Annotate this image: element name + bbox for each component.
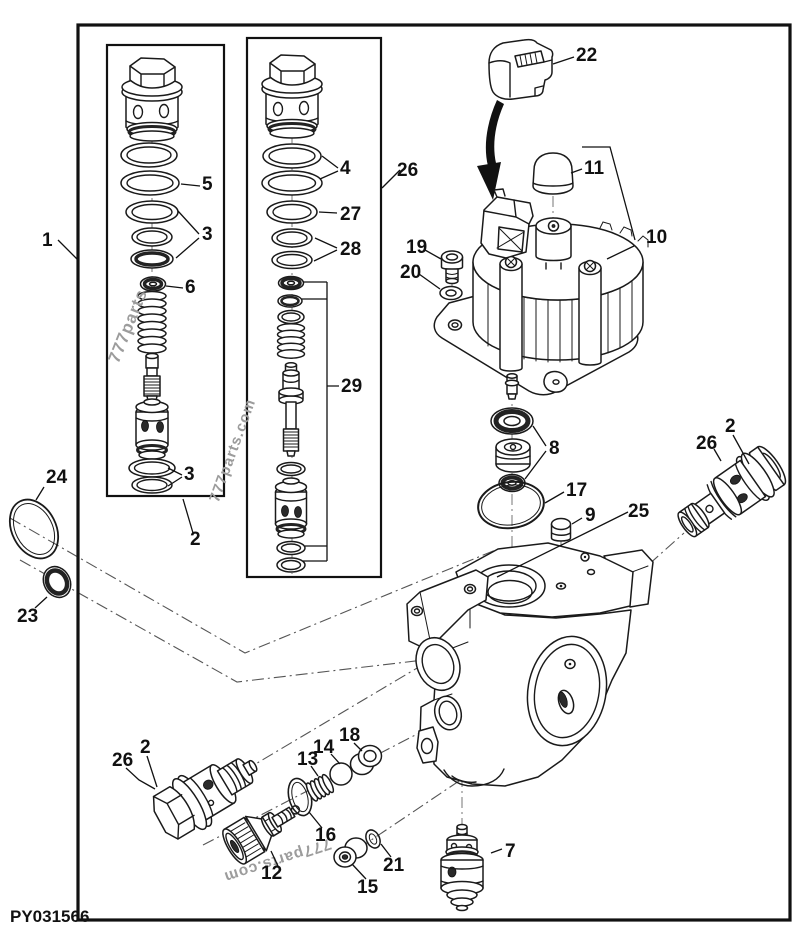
right-spring (276, 323, 306, 359)
left-cartridge-stack (120, 56, 184, 494)
subassembly-box-2 (245, 36, 383, 579)
motor-post-right (578, 259, 602, 366)
callout-25: 25 (628, 501, 650, 522)
drawing-code: PY031566 (10, 907, 89, 926)
drawing-border (76, 23, 792, 922)
install-arrow (477, 100, 504, 200)
callout-16: 16 (315, 825, 336, 846)
relief-cartridge-right (677, 445, 787, 538)
plug-9 (550, 517, 572, 542)
callout-2c: 2 (140, 737, 151, 758)
spring-13 (305, 773, 335, 802)
drive-pin (504, 373, 520, 400)
callout-1: 1 (42, 230, 53, 251)
motor-post-left (499, 255, 523, 372)
cartridge-7 (440, 823, 484, 912)
callout-5: 5 (202, 174, 213, 195)
seal-23 (42, 565, 72, 599)
callout-13: 13 (297, 749, 318, 770)
washer-20 (439, 285, 463, 301)
callout-2b: 2 (725, 416, 736, 437)
bushing-18 (349, 744, 383, 776)
callout-17: 17 (566, 480, 587, 501)
left-cartridge-body (135, 398, 169, 460)
callout-20: 20 (400, 262, 421, 283)
motor-connector (480, 188, 534, 259)
callout-3a: 3 (202, 224, 213, 245)
callout-27: 27 (340, 204, 361, 225)
callout-6: 6 (185, 277, 196, 298)
left-spring (137, 290, 167, 354)
plug-15 (333, 837, 368, 868)
callout-15: 15 (357, 877, 379, 898)
watermark-center: 777parts.com (206, 396, 259, 504)
callout-14: 14 (313, 737, 335, 758)
valve-body-25 (406, 542, 654, 787)
callout-12: 12 (261, 863, 282, 884)
ball-14 (329, 762, 353, 786)
oring-17 (477, 480, 545, 530)
callout-29: 29 (341, 376, 362, 397)
callout-24: 24 (46, 467, 68, 488)
callout-2a: 2 (190, 529, 201, 550)
subassembly-box-1 (105, 43, 226, 498)
callout-7: 7 (505, 841, 516, 862)
callout-26b: 26 (696, 433, 717, 454)
screw-19 (440, 250, 464, 285)
callout-8: 8 (549, 438, 560, 459)
right-spindle (278, 362, 304, 457)
relief-cartridge-bottom (152, 758, 258, 840)
callout-9: 9 (585, 505, 596, 526)
callout-23: 23 (17, 606, 38, 627)
callout-4: 4 (340, 158, 351, 179)
callout-11: 11 (584, 158, 605, 179)
callout-18: 18 (339, 725, 360, 746)
leader-lines (34, 56, 750, 880)
callout-21: 21 (383, 855, 405, 876)
oring-24 (8, 498, 60, 560)
cap-11 (532, 152, 574, 195)
callout-3b: 3 (184, 464, 195, 485)
bearing-stack-8 (490, 407, 534, 493)
callout-19: 19 (406, 237, 427, 258)
callout-10: 10 (646, 227, 667, 248)
cover-22 (488, 38, 554, 100)
callout-28: 28 (340, 239, 361, 260)
washer-21 (365, 829, 381, 849)
motor-10 (433, 188, 649, 396)
callout-22: 22 (576, 45, 597, 66)
regulator-12 (222, 805, 301, 865)
right-cartridge-body (274, 477, 308, 539)
callout-26a: 26 (397, 160, 418, 181)
callout-labels: 1 5 3 6 3 2 4 27 28 29 26 22 11 10 19 20… (17, 45, 736, 898)
right-cartridge-stack (260, 53, 324, 573)
left-spindle (143, 352, 161, 402)
callout-26c: 26 (112, 750, 133, 771)
solenoid-post (535, 217, 572, 270)
